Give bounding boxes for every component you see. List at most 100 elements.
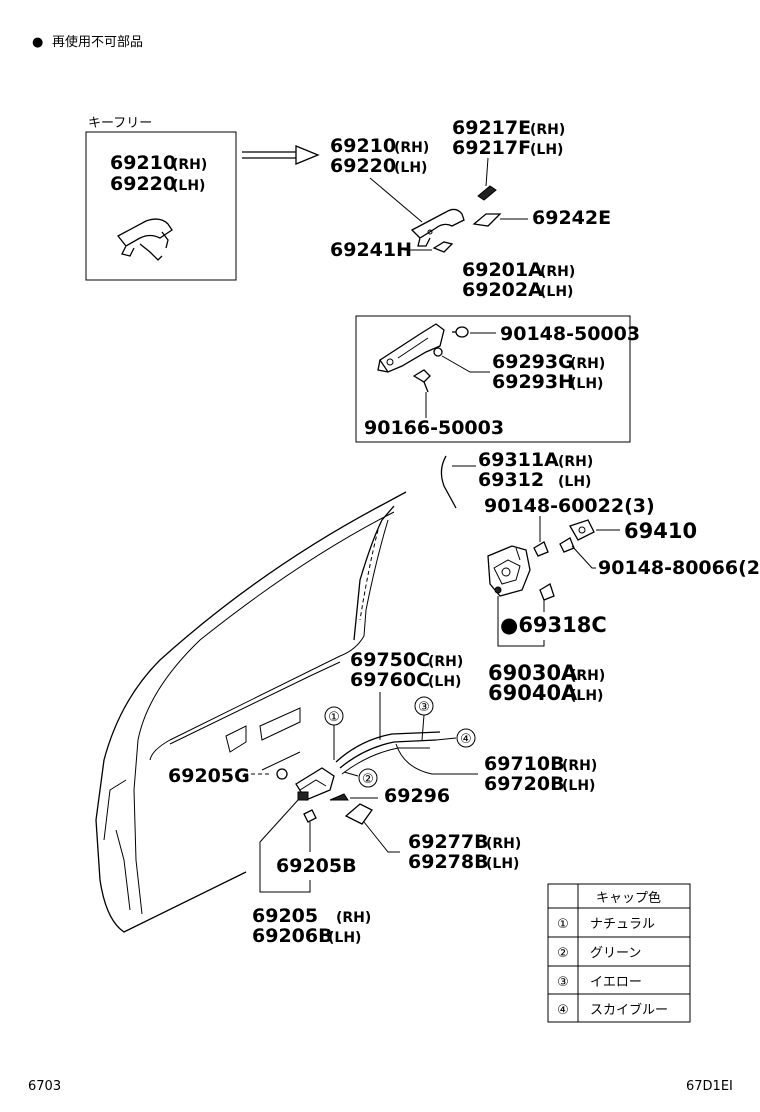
part-69750C-side: (RH)	[428, 654, 463, 670]
leader-69293	[441, 355, 490, 373]
part-69277B: 69277B	[408, 831, 489, 853]
cap-table-header: キャップ色	[596, 890, 661, 906]
part-69220-side: (LH)	[394, 160, 427, 176]
part-69278B-side: (LH)	[486, 856, 519, 872]
keyfree-box	[85, 131, 237, 281]
part-69760C-side: (LH)	[428, 674, 461, 690]
keyfree-label: キーフリー	[88, 116, 152, 131]
keyfree-lh: (LH)	[172, 178, 205, 194]
part-69202A-side: (LH)	[540, 284, 573, 300]
part-69210-side: (RH)	[394, 140, 429, 156]
screw-69296-drawing	[329, 793, 349, 801]
cap-row-2-color: グリーン	[590, 946, 641, 961]
screw-60022-drawing	[533, 541, 549, 557]
part-69217E-side: (RH)	[530, 122, 565, 138]
keyfree-handle-drawing	[117, 218, 173, 261]
part-69318C: ●69318C	[500, 613, 607, 637]
keyfree-part-rh: 69210	[110, 152, 176, 174]
callout-3-label: ③	[418, 700, 430, 715]
keyfree-part-lh: 69220	[110, 173, 176, 195]
part-69217F: 69217F	[452, 137, 531, 159]
screw-90166-drawing	[412, 369, 431, 393]
leader-69205	[259, 799, 311, 893]
part-69206B: 69206B	[252, 925, 333, 947]
cap-row-4-color: スカイブルー	[590, 1002, 668, 1018]
callout-4: ④	[435, 728, 476, 748]
part-69293G-side: (RH)	[570, 356, 605, 372]
cap-69205G-drawing	[276, 768, 288, 780]
part-69720B: 69720B	[484, 773, 565, 795]
part-69312-side: (LH)	[558, 474, 591, 490]
screw-69205B-drawing	[303, 809, 317, 823]
part-90166-50003: 90166-50003	[364, 417, 504, 439]
part-90148-80066: 90148-80066(2)	[598, 557, 760, 579]
part-69278B: 69278B	[408, 851, 489, 873]
door-lock-drawing	[487, 545, 531, 597]
part-69311A-side: (RH)	[558, 454, 593, 470]
cap-row-1-color: ナチュラル	[590, 917, 655, 932]
handle-cap-drawing	[477, 185, 497, 201]
part-69293G: 69293G	[492, 351, 574, 373]
part-69410: 69410	[624, 519, 697, 543]
part-69710B-side: (RH)	[562, 758, 597, 774]
part-69040A: 69040A	[488, 681, 578, 705]
rod-69311-drawing	[440, 455, 457, 509]
part-69205: 69205	[252, 905, 318, 927]
part-69217E: 69217E	[452, 117, 531, 139]
cap-color-table: キャップ色 ① ナチュラル ② グリーン ③ イエロー ④ スカイブルー	[547, 883, 691, 1023]
handle-frame-drawing	[377, 323, 445, 373]
note-bullet: ●	[32, 35, 43, 50]
frame-assembly-box	[355, 315, 631, 443]
callout-2: ②	[343, 768, 378, 788]
part-69241H: 69241H	[330, 239, 412, 261]
part-69202A: 69202A	[462, 279, 543, 301]
note-text: 再使用不可部品	[52, 34, 143, 50]
part-69296: 69296	[384, 785, 450, 807]
part-69311A: 69311A	[478, 449, 559, 471]
cap-row-3-mark: ③	[557, 975, 569, 990]
part-69217F-side: (LH)	[530, 142, 563, 158]
footer-right-code: 67D1EI	[686, 1079, 733, 1094]
callout-2-label: ②	[362, 772, 374, 787]
leader-90148-80066	[571, 545, 596, 569]
part-90148-60022: 90148-60022(3)	[484, 495, 655, 517]
part-69210: 69210	[330, 135, 396, 157]
part-69040A-side: (LH)	[570, 688, 603, 704]
bezel-69277-drawing	[344, 803, 373, 825]
keyfree-rh: (RH)	[172, 157, 207, 173]
callout-1: ①	[324, 706, 344, 760]
cap-row-2-mark: ②	[557, 946, 569, 961]
part-69710B: 69710B	[484, 753, 565, 775]
part-90148-50003: 90148-50003	[500, 323, 640, 345]
part-69205-side: (RH)	[336, 910, 371, 926]
screw-80066-drawing	[559, 537, 575, 553]
cable-drawing	[335, 731, 478, 775]
callout-3: ③	[414, 696, 434, 741]
part-69201A-side: (RH)	[540, 264, 575, 280]
part-69293H: 69293H	[492, 371, 574, 393]
leader-69210	[369, 177, 423, 223]
screw-50003-drawing	[452, 326, 469, 338]
cap-row-1-mark: ①	[557, 917, 569, 932]
leader-69030A	[497, 596, 545, 647]
callout-4-label: ④	[460, 732, 472, 747]
handle-pad-drawing	[472, 213, 502, 227]
part-69220: 69220	[330, 155, 396, 177]
cap-row-4-mark: ④	[557, 1003, 569, 1018]
pad-69293-drawing	[433, 347, 443, 357]
part-69030A-side: (RH)	[570, 668, 605, 684]
cap-row-3-color: イエロー	[590, 975, 642, 990]
part-69277B-side: (RH)	[486, 836, 521, 852]
part-69206B-side: (LH)	[328, 930, 361, 946]
footer-left-code: 6703	[28, 1079, 61, 1094]
part-69205G: 69205G	[168, 765, 250, 787]
leader-69217	[485, 157, 489, 187]
part-69760C: 69760C	[350, 669, 430, 691]
callout-1-label: ①	[328, 710, 340, 725]
outside-handle-drawing	[410, 208, 465, 247]
inside-handle-drawing	[295, 767, 335, 801]
lock-seal-drawing	[539, 583, 555, 601]
part-69720B-side: (LH)	[562, 778, 595, 794]
striker-69410-drawing	[569, 519, 595, 541]
